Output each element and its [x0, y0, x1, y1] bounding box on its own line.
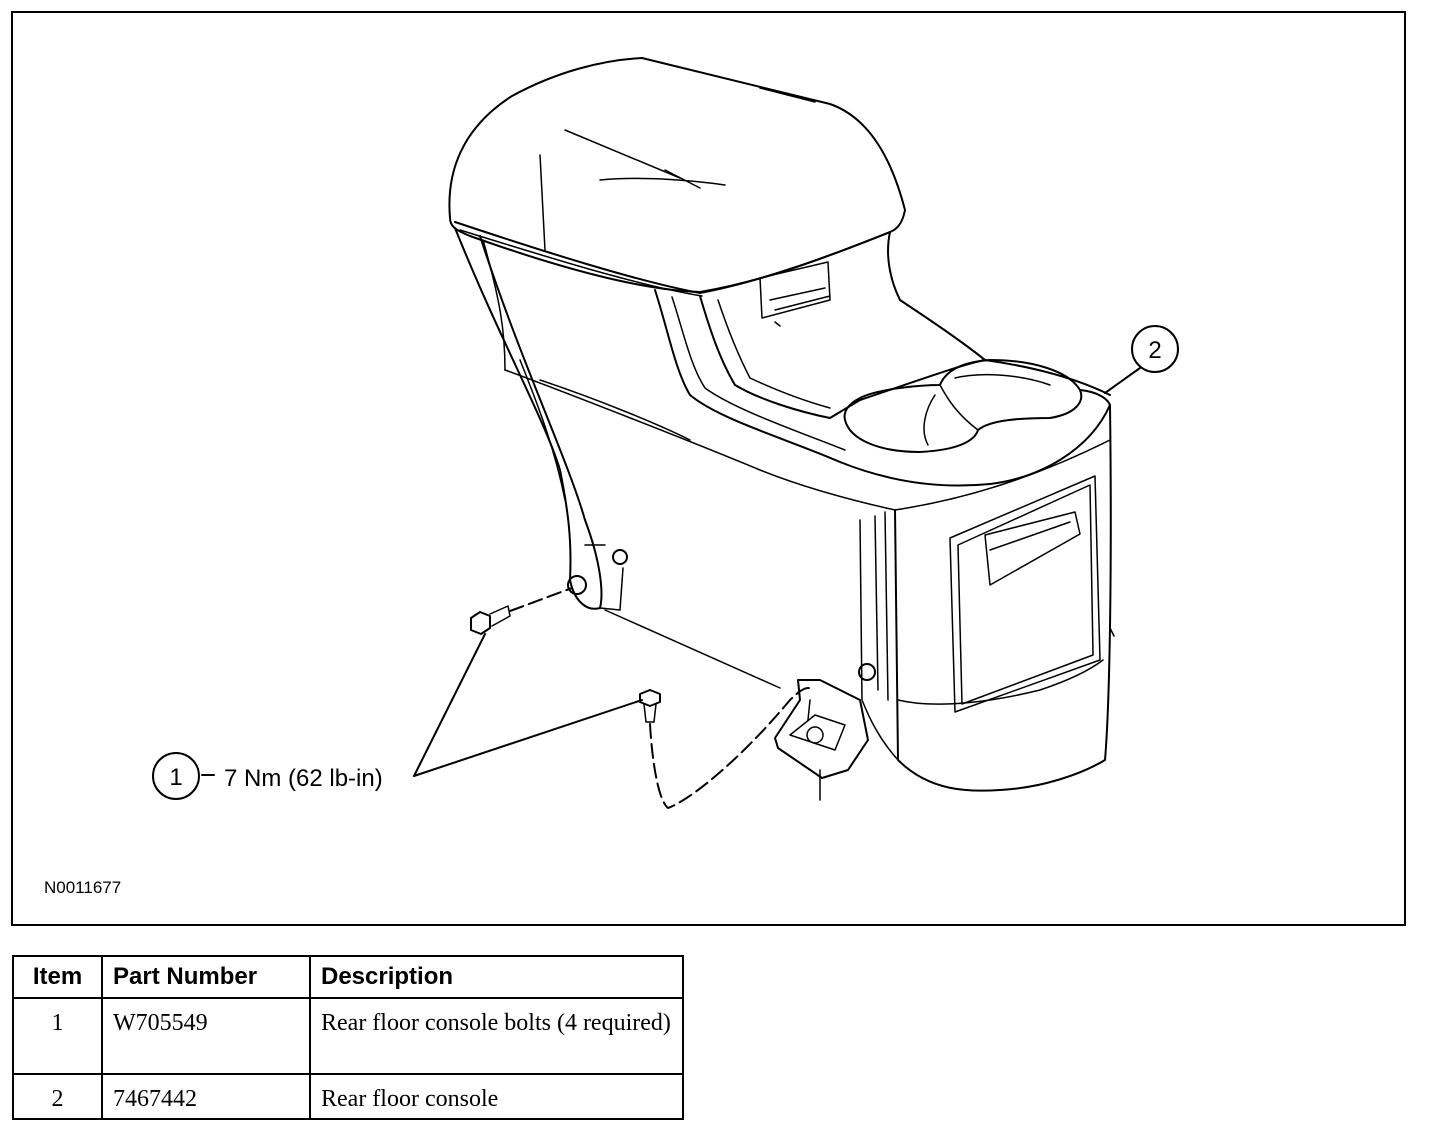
column-header-item: Item [12, 955, 103, 999]
rear-face [894, 404, 1112, 792]
table-row: 2 7467442 Rear floor console [12, 1073, 684, 1120]
cell-description: Rear floor console [309, 1073, 684, 1120]
callout-1: 1 7 Nm (62 lb-in) [152, 633, 643, 800]
cell-item: 2 [12, 1073, 103, 1120]
bolt-upper [470, 587, 573, 635]
console-body-side [504, 369, 896, 511]
callout-2: 2 [1104, 325, 1179, 394]
rear-door [949, 475, 1101, 713]
svg-text:1: 1 [169, 764, 182, 791]
cup-holders [843, 359, 1083, 453]
column-header-description: Description [309, 955, 684, 999]
left-leg [454, 227, 603, 610]
storage-well [699, 231, 986, 419]
console-illustration: 1 7 Nm (62 lb-in) 2 [152, 57, 1179, 809]
torque-spec-label: 7 Nm (62 lb-in) [224, 765, 383, 792]
column-header-part-number: Part Number [101, 955, 311, 999]
bolt-lower [639, 687, 813, 809]
cell-description: Rear floor console bolts (4 required) [309, 997, 684, 1075]
figure-frame [11, 11, 1406, 926]
cell-part-number: W705549 [101, 997, 311, 1075]
armrest-lid [448, 57, 906, 293]
table-header-row: Item Part Number Description [12, 955, 684, 999]
cell-item: 1 [12, 997, 103, 1075]
figure-id: N0011677 [44, 878, 122, 897]
svg-text:2: 2 [1148, 337, 1161, 364]
parts-table: Item Part Number Description 1 W705549 R… [12, 955, 684, 1120]
table-row: 1 W705549 Rear floor console bolts (4 re… [12, 997, 684, 1075]
rear-foot [774, 679, 869, 779]
cell-part-number: 7467442 [101, 1073, 311, 1120]
